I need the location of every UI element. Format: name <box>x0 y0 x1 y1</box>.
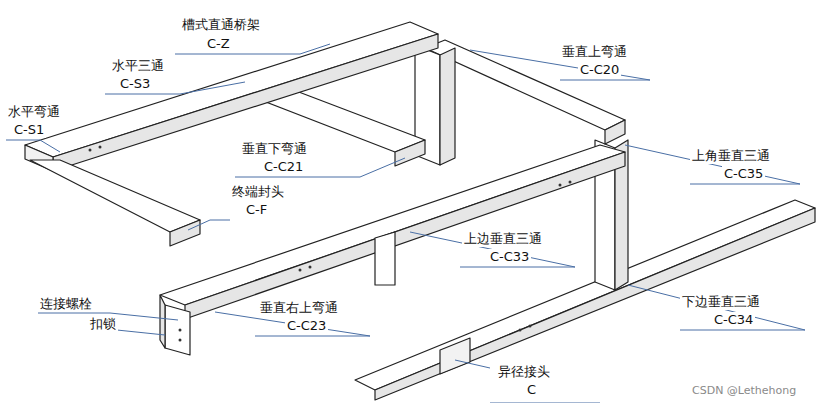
part-name: 连接螺栓 <box>38 296 94 312</box>
bolt-holes <box>89 146 572 342</box>
part-code: C-Z <box>205 36 232 52</box>
part-code: C-S1 <box>12 122 46 138</box>
tray-top <box>25 22 438 157</box>
part-code: C-C23 <box>285 318 328 334</box>
branch-down <box>375 232 395 285</box>
leader-lines <box>6 44 805 403</box>
part-code: C-C33 <box>488 249 531 265</box>
part-name: 槽式直通桥架 <box>180 17 262 33</box>
reducer <box>440 338 470 374</box>
part-code: C-C21 <box>262 159 305 175</box>
bend-side <box>160 295 165 348</box>
part-name: 水平弯通 <box>6 104 62 120</box>
part-code: 扣锁 <box>88 316 118 332</box>
part-name: 垂直上弯通 <box>560 44 629 60</box>
part-code: C-F <box>244 202 269 218</box>
watermark: CSDN @Lethehong <box>690 383 798 399</box>
part-code: C-C34 <box>712 312 755 328</box>
end-cap <box>170 220 200 246</box>
part-name: 终端封头 <box>230 184 286 200</box>
tray-side <box>605 120 625 144</box>
part-name: 异径接头 <box>496 364 552 380</box>
tray-top <box>160 145 625 305</box>
part-code: C-S3 <box>118 76 152 92</box>
part-code: C <box>525 382 538 398</box>
part-name: 下边垂直三通 <box>680 294 762 310</box>
riser-side <box>440 48 455 165</box>
part-name: 上角垂直三通 <box>690 148 772 164</box>
part-name: 上边垂直三通 <box>462 231 544 247</box>
part-name: 水平三通 <box>110 58 166 74</box>
part-name: 垂直下弯通 <box>240 141 309 157</box>
tray-side <box>53 34 438 171</box>
tray-side <box>185 152 625 319</box>
part-code: C-C35 <box>722 166 765 182</box>
tray-side <box>395 140 425 166</box>
bend-front <box>165 305 190 355</box>
part-name: 垂直右上弯通 <box>258 300 340 316</box>
part-code: C-C20 <box>578 62 621 78</box>
tray-top <box>30 160 200 232</box>
